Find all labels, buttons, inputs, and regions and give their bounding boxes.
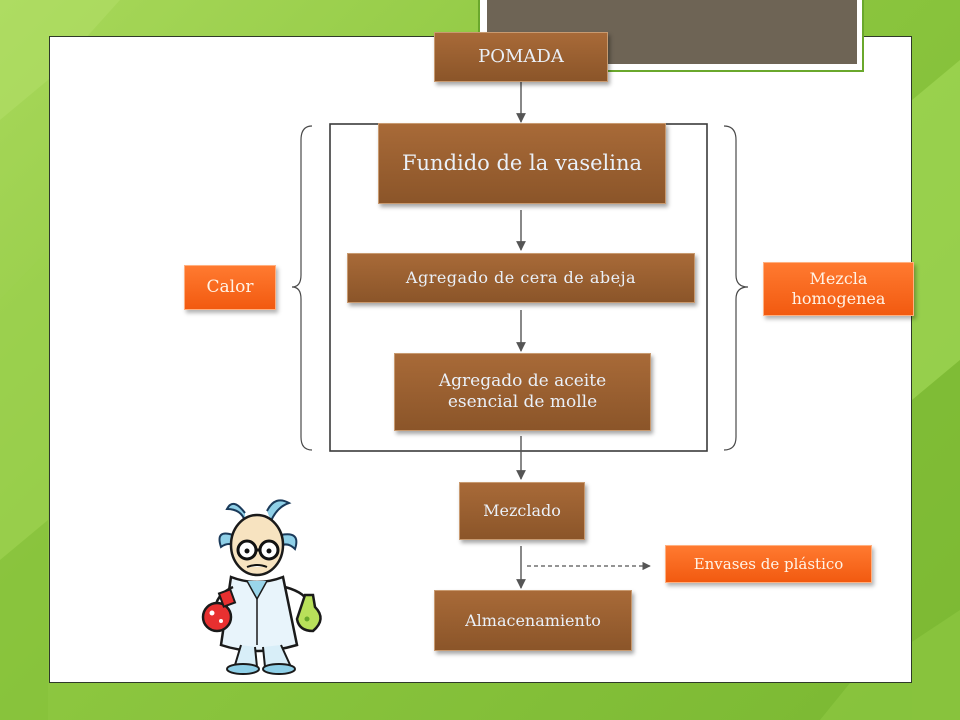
scientist-with-flasks-icon [201, 499, 322, 675]
node-calor: Calor [184, 265, 276, 310]
left-bracket [291, 125, 313, 451]
node-envases: Envases de plástico [665, 545, 872, 583]
right-bracket [723, 125, 749, 451]
node-fundido: Fundido de la vaselina [378, 123, 666, 204]
node-mezcla-homogenea: Mezcla homogenea [763, 262, 914, 316]
node-pomada: POMADA [434, 32, 608, 82]
node-mezclado: Mezclado [459, 482, 585, 540]
node-agregado-aceite: Agregado de aceite esencial de molle [394, 353, 651, 431]
node-almacenamiento: Almacenamiento [434, 590, 632, 651]
node-agregado-cera: Agregado de cera de abeja [347, 253, 695, 303]
